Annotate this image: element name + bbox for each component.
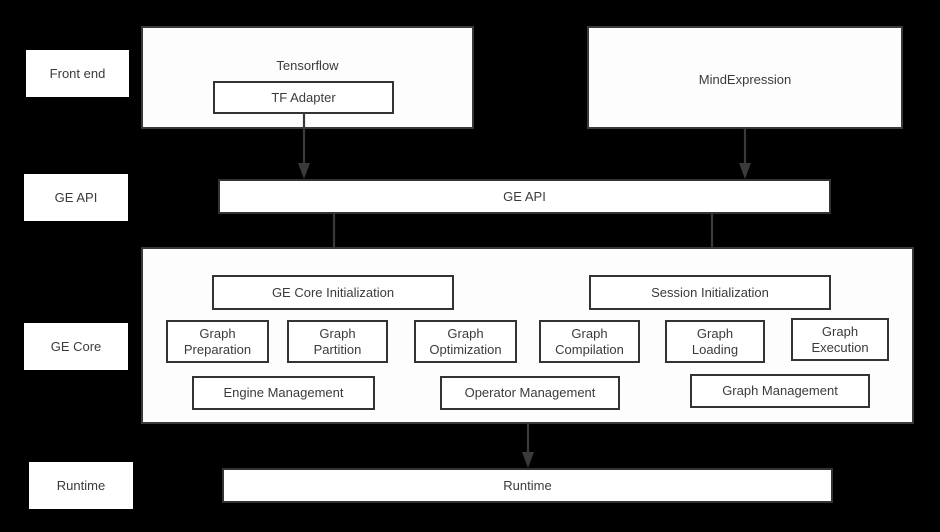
graph-compilation-box[interactable]: Graph Compilation bbox=[539, 320, 640, 363]
layer-label-runtime: Runtime bbox=[29, 462, 133, 509]
mindexpression-container[interactable]: MindExpression bbox=[587, 26, 903, 129]
layer-label-ge-api: GE API bbox=[24, 174, 128, 221]
mindexpression-title: MindExpression bbox=[698, 72, 792, 87]
tf-adapter-box[interactable]: TF Adapter bbox=[213, 81, 394, 114]
runtime-bar[interactable]: Runtime bbox=[222, 468, 833, 503]
engine-management-box[interactable]: Engine Management bbox=[192, 376, 375, 410]
arrow-ge-core-to-runtime bbox=[518, 424, 538, 469]
graph-preparation-box[interactable]: Graph Preparation bbox=[166, 320, 269, 363]
arrow-mindexpression-to-ge-api bbox=[735, 129, 755, 180]
arrow-tf-adapter-to-ge-api bbox=[294, 113, 314, 180]
session-initialization-box[interactable]: Session Initialization bbox=[589, 275, 831, 310]
graph-optimization-box[interactable]: Graph Optimization bbox=[414, 320, 517, 363]
ge-core-initialization-box[interactable]: GE Core Initialization bbox=[212, 275, 454, 310]
tensorflow-title: Tensorflow bbox=[276, 58, 339, 73]
graph-partition-box[interactable]: Graph Partition bbox=[287, 320, 388, 363]
graph-management-box[interactable]: Graph Management bbox=[690, 374, 870, 408]
layer-label-ge-core: GE Core bbox=[24, 323, 128, 370]
layer-label-front-end: Front end bbox=[26, 50, 129, 97]
operator-management-box[interactable]: Operator Management bbox=[440, 376, 620, 410]
ge-api-bar[interactable]: GE API bbox=[218, 179, 831, 214]
graph-loading-box[interactable]: Graph Loading bbox=[665, 320, 765, 363]
graph-execution-box[interactable]: Graph Execution bbox=[791, 318, 889, 361]
